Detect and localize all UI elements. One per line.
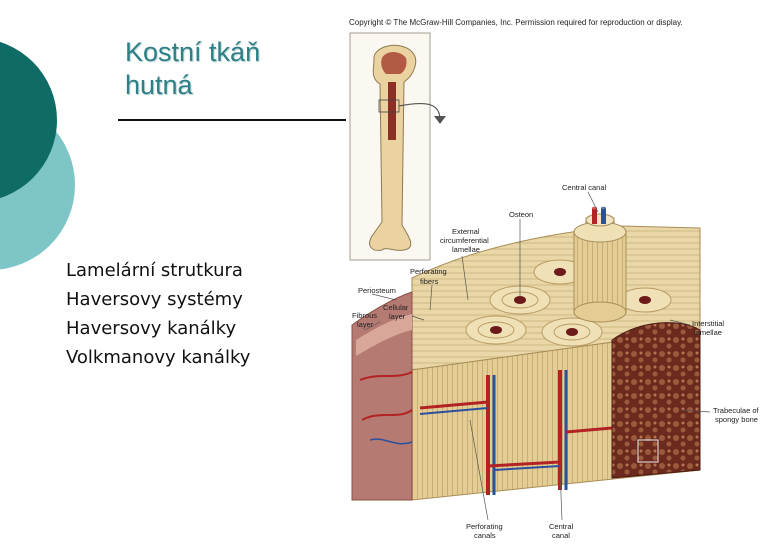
bone-block <box>351 206 701 501</box>
bullet-item: Haversovy systémy <box>66 289 243 310</box>
label-external-3: lamellae <box>452 245 480 254</box>
label-interstitial-2: lamellae <box>694 328 722 337</box>
bullet-list: Lamelární strutkura Haversovy systémy Ha… <box>66 256 250 372</box>
long-bone-inset <box>349 32 446 261</box>
compact-bone-illustration: Central canal Osteon External circumfere… <box>349 32 759 540</box>
label-fibrous-1: Fibrous <box>352 311 377 320</box>
figure-copyright: Copyright © The McGraw-Hill Companies, I… <box>349 18 683 27</box>
osteon-cylinder <box>573 206 627 323</box>
label-perforating-fibers-1: Perforating <box>410 267 447 276</box>
label-perforating-fibers-2: fibers <box>420 277 439 286</box>
label-periosteum: Periosteum <box>358 286 396 295</box>
title-underline <box>118 119 346 121</box>
osteon-rings <box>465 259 672 347</box>
label-perforating-canals-1: Perforating <box>466 522 503 531</box>
slide-title-line1: Kostní tkáň <box>125 37 261 67</box>
slide-title-line2: hutná <box>125 70 193 100</box>
label-trabeculae-1: Trabeculae of <box>713 406 759 415</box>
label-central-canal-bottom-2: canal <box>552 531 570 540</box>
bullet-item: Lamelární strutkura <box>66 260 243 281</box>
label-perforating-canals-2: canals <box>474 531 496 540</box>
slide-title: Kostní tkáň hutná <box>125 36 260 102</box>
label-osteon: Osteon <box>509 210 533 219</box>
label-cellular-1: Cellular <box>383 303 409 312</box>
label-cellular-2: layer <box>389 312 406 321</box>
label-interstitial-1: Interstitial <box>692 319 724 328</box>
blood-vessels <box>419 370 613 495</box>
dark-teal-circle <box>0 41 57 199</box>
label-central-canal-bottom-1: Central <box>549 522 574 531</box>
decorative-teal-circles <box>0 41 75 270</box>
label-trabeculae-2: spongy bone <box>715 415 758 424</box>
label-external-1: External <box>452 227 480 236</box>
bullet-item: Haversovy kanálky <box>66 318 237 339</box>
label-fibrous-2: layer <box>357 320 374 329</box>
label-external-2: circumferential <box>440 236 489 245</box>
leader-lines <box>364 191 711 521</box>
bullet-item: Volkmanovy kanálky <box>66 347 251 368</box>
label-central-canal: Central canal <box>562 183 607 192</box>
